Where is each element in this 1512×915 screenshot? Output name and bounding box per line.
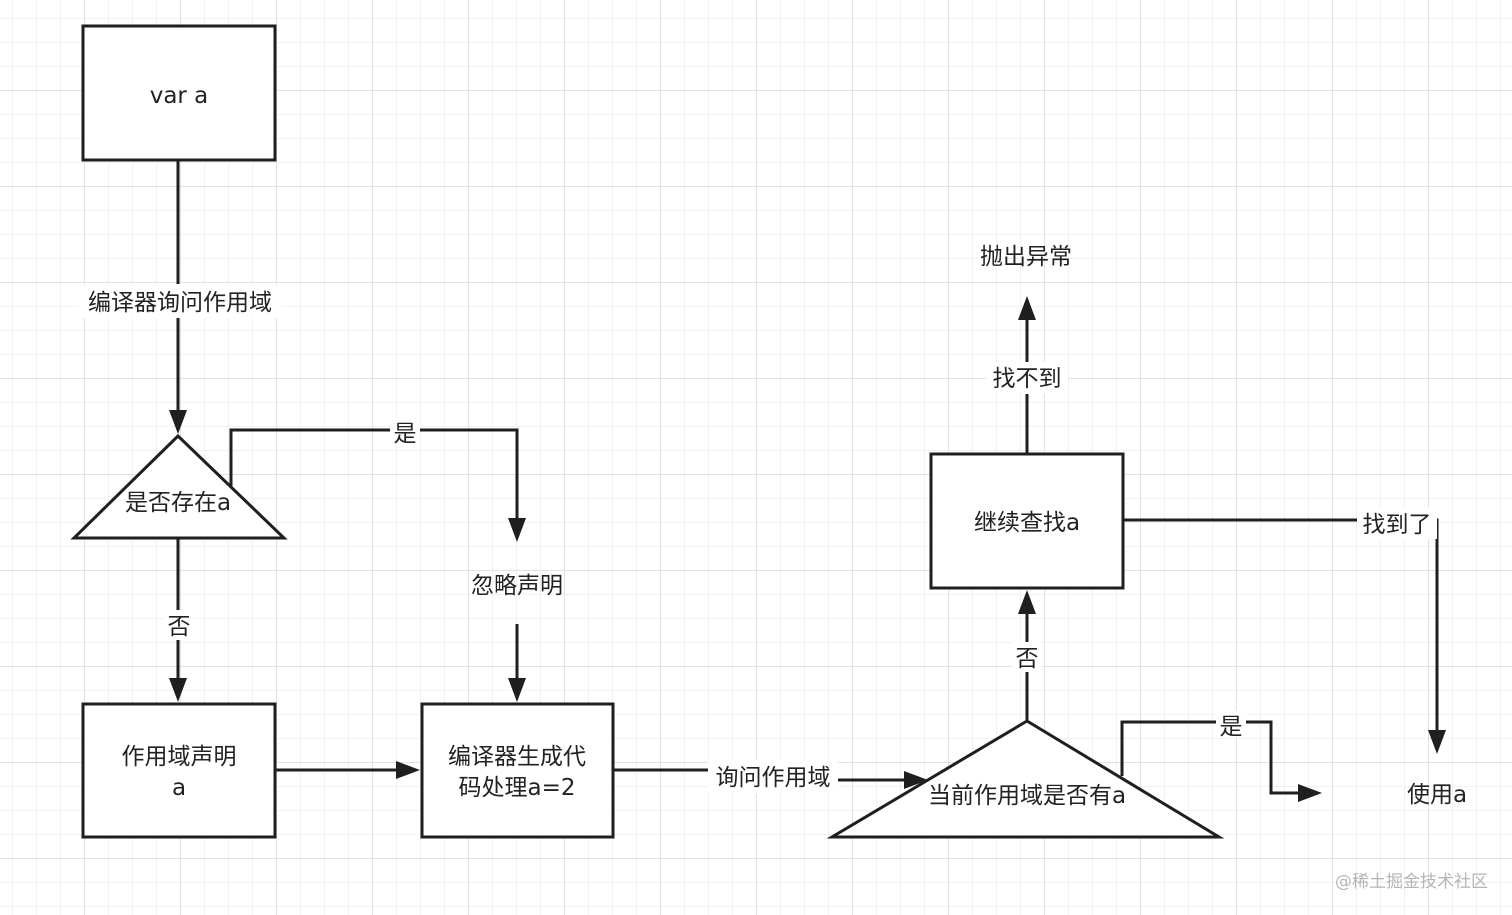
- edge-label-ask-scope-compiler: 编译器询问作用域: [88, 290, 272, 316]
- edge-label-not-found: 找不到: [993, 366, 1062, 392]
- edge-label-bg: [986, 362, 1068, 394]
- edge-label-bg: [164, 610, 194, 640]
- watermark: @稀土掘金技术社区: [1335, 872, 1488, 892]
- edge-label-ask-scope: 询问作用域: [716, 765, 831, 791]
- node-compiler-gen-label-1: 编译器生成代: [448, 744, 586, 770]
- node-var-a: [81, 24, 277, 162]
- arrowhead-compiler-left: [396, 761, 420, 779]
- edge-continue-found: [1123, 518, 1439, 732]
- node-continue-search: [929, 452, 1125, 590]
- node-exists-a-label: 是否存在a: [125, 490, 231, 516]
- arrowhead-exists: [169, 410, 187, 434]
- edge-current-yes: [1120, 720, 1300, 795]
- edge-label-found: 找到了: [1363, 512, 1432, 538]
- node-scope-declare-label-2: a: [172, 775, 186, 801]
- node-compiler-gen-label-2: 码处理a=2: [459, 775, 576, 801]
- edge-label-yes-top: 是: [394, 421, 417, 447]
- edge-label-bg: [78, 284, 282, 318]
- edge-exists-yes: [229, 428, 519, 520]
- node-scope-declare: [81, 702, 277, 839]
- arrowhead-compiler-top: [508, 678, 526, 702]
- arrowhead-current: [904, 771, 928, 789]
- node-var-a-label: var a: [150, 83, 209, 109]
- node-use-a: 使用a: [1407, 782, 1467, 808]
- node-scope-declare-label-1: 作用域声明: [122, 744, 237, 770]
- edge-label-no-left: 否: [168, 614, 191, 640]
- edge-label-bg: [708, 760, 838, 794]
- arrowhead-throw: [1018, 296, 1036, 320]
- node-compiler-gen: [420, 702, 615, 839]
- arrowhead-use-a: [1428, 730, 1446, 754]
- edge-label-bg: [1012, 642, 1042, 672]
- node-exists-a: [70, 433, 288, 540]
- arrowhead-ignore: [508, 518, 526, 542]
- node-current-scope: [826, 719, 1225, 839]
- edge-label-bg: [1357, 507, 1437, 539]
- node-continue-search-label: 继续查找a: [974, 510, 1080, 536]
- edge-label-no-right: 否: [1016, 646, 1039, 672]
- edge-label-yes-right: 是: [1220, 714, 1243, 740]
- arrowhead-right-yes: [1298, 784, 1322, 802]
- arrowhead-scope-declare: [169, 678, 187, 702]
- arrowhead-continue: [1018, 590, 1036, 614]
- edge-label-bg: [390, 418, 420, 446]
- edge-label-bg: [1216, 710, 1246, 738]
- node-ignore-decl: 忽略声明: [471, 573, 563, 599]
- node-throw-error: 抛出异常: [980, 244, 1072, 270]
- node-current-scope-label: 当前作用域是否有a: [928, 783, 1126, 809]
